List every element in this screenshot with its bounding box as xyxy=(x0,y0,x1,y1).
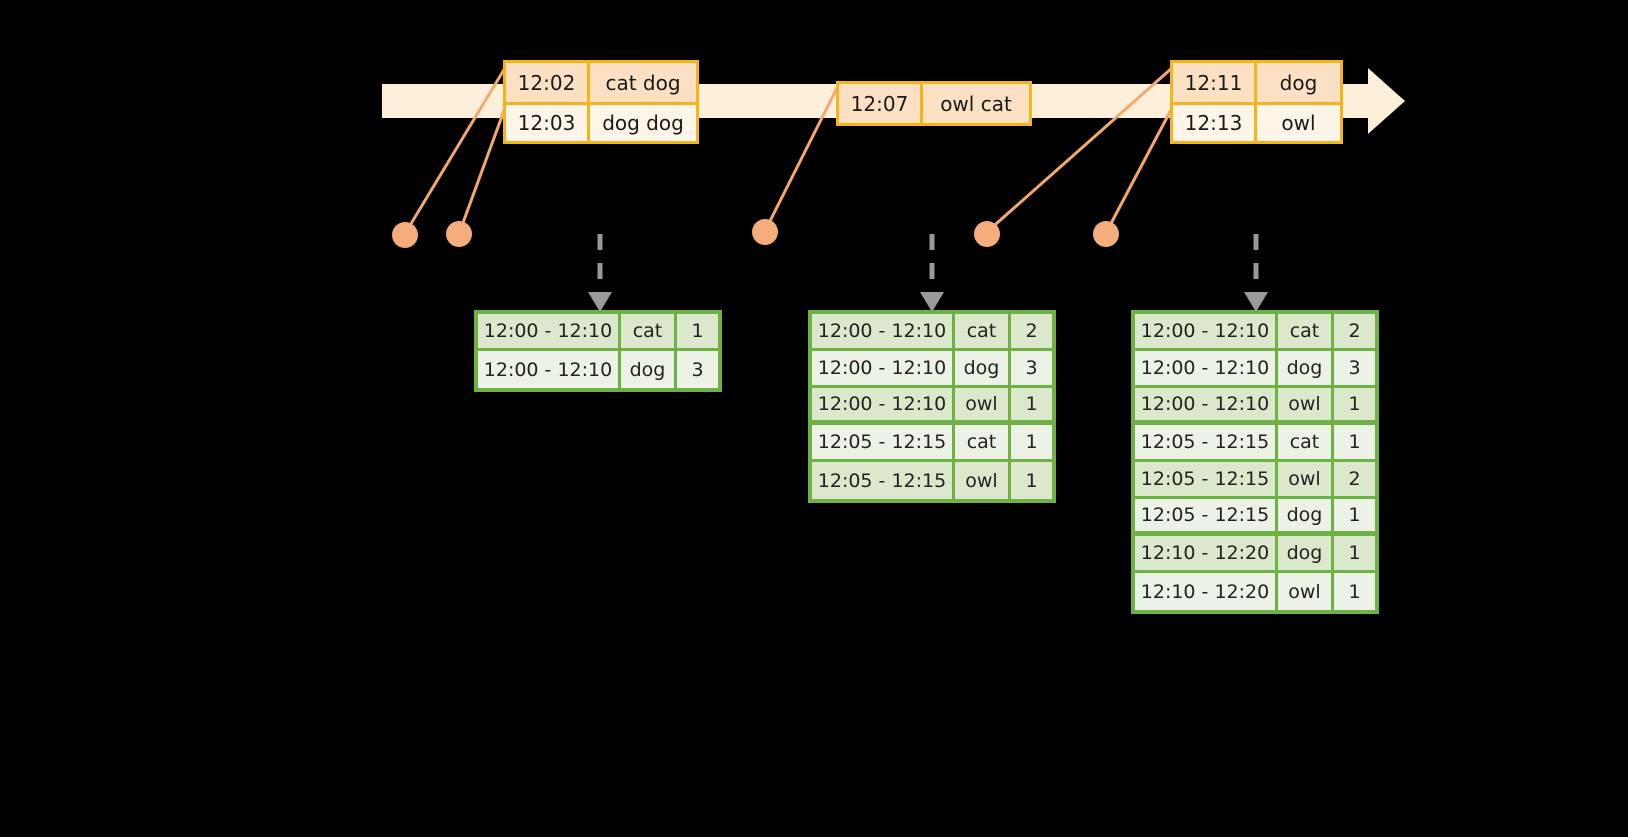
cell-count: 3 xyxy=(1334,351,1375,385)
dot-1 xyxy=(392,222,418,248)
cell-key: cat xyxy=(1278,314,1334,348)
dashed-arrow-3 xyxy=(1244,234,1268,312)
cell-count: 1 xyxy=(1011,462,1052,499)
cell-key: owl xyxy=(955,388,1011,420)
connector-line-1 xyxy=(404,67,507,233)
cell-count: 1 xyxy=(1334,573,1375,610)
cell-window: 12:05 - 12:15 xyxy=(812,425,955,459)
cell-window: 12:10 - 12:20 xyxy=(1135,573,1278,610)
connector-line-2 xyxy=(458,107,507,232)
cell-count: 2 xyxy=(1334,314,1375,348)
cell-count: 1 xyxy=(1334,388,1375,420)
event-value: dog xyxy=(1279,70,1318,95)
event-row[interactable]: 12:03 dog dog xyxy=(506,102,696,141)
timeline-arrowhead xyxy=(1368,68,1405,134)
cell-key: cat xyxy=(621,314,677,348)
connector-line-5 xyxy=(1105,107,1174,232)
cell-key: cat xyxy=(955,314,1011,348)
cell-count: 1 xyxy=(1011,425,1052,459)
cell-window: 12:00 - 12:10 xyxy=(1135,314,1278,348)
event-time: 12:11 xyxy=(1173,63,1257,102)
cell-window: 12:00 - 12:10 xyxy=(1135,351,1278,385)
dot-5 xyxy=(1093,221,1119,247)
event-value: owl xyxy=(1281,111,1316,135)
cell-key: cat xyxy=(1278,425,1334,459)
cell-window: 12:00 - 12:10 xyxy=(812,388,955,420)
cell-window: 12:00 - 12:10 xyxy=(812,351,955,385)
cell-key: dog xyxy=(1278,351,1334,385)
cell-window: 12:05 - 12:15 xyxy=(1135,462,1278,496)
event-time: 12:03 xyxy=(506,105,590,141)
dot-3 xyxy=(752,219,778,245)
cell-key: cat xyxy=(955,425,1011,459)
cell-count: 1 xyxy=(1334,425,1375,459)
cell-key: dog xyxy=(1278,536,1334,570)
dashed-arrow-2 xyxy=(920,234,944,312)
cell-key: dog xyxy=(621,351,677,388)
cell-key: owl xyxy=(1278,573,1334,610)
event-row[interactable]: 12:07 owl cat xyxy=(839,84,1029,123)
cell-window: 12:05 - 12:15 xyxy=(812,462,955,499)
cell-count: 1 xyxy=(1334,499,1375,531)
cell-count: 3 xyxy=(677,351,718,388)
cell-window: 12:05 - 12:15 xyxy=(1135,425,1278,459)
cell-window: 12:00 - 12:10 xyxy=(478,351,621,388)
cell-key: owl xyxy=(955,462,1011,499)
cell-key: owl xyxy=(1278,462,1334,496)
cell-key: owl xyxy=(1278,388,1334,420)
cell-window: 12:00 - 12:10 xyxy=(1135,388,1278,420)
cell-window: 12:00 - 12:10 xyxy=(478,314,621,348)
dashed-arrow-1 xyxy=(588,234,612,312)
event-group-1[interactable]: 12:02 cat dog 12:03 dog dog xyxy=(503,60,699,144)
cell-count: 3 xyxy=(1011,351,1052,385)
event-value: dog dog xyxy=(602,111,684,135)
cell-count: 1 xyxy=(1334,536,1375,570)
cell-count: 2 xyxy=(1011,314,1052,348)
event-value: owl cat xyxy=(940,91,1012,116)
event-time: 12:02 xyxy=(506,63,590,102)
cell-window: 12:05 - 12:15 xyxy=(1135,499,1278,531)
dot-2 xyxy=(446,221,472,247)
event-row[interactable]: 12:02 cat dog xyxy=(506,63,696,102)
event-row[interactable]: 12:13 owl xyxy=(1173,102,1340,141)
connector-line-3 xyxy=(764,85,840,230)
cell-count: 1 xyxy=(677,314,718,348)
event-row[interactable]: 12:11 dog xyxy=(1173,63,1340,102)
cell-key: dog xyxy=(955,351,1011,385)
event-group-3[interactable]: 12:11 dog 12:13 owl xyxy=(1170,60,1343,144)
cell-window: 12:00 - 12:10 xyxy=(812,314,955,348)
event-group-2[interactable]: 12:07 owl cat xyxy=(836,81,1032,126)
cell-count: 1 xyxy=(1011,388,1052,420)
event-time: 12:07 xyxy=(839,84,923,123)
cell-key: dog xyxy=(1278,499,1334,531)
cell-count: 2 xyxy=(1334,462,1375,496)
cell-window: 12:10 - 12:20 xyxy=(1135,536,1278,570)
event-value: cat dog xyxy=(605,70,681,95)
dot-4 xyxy=(974,221,1000,247)
event-time: 12:13 xyxy=(1173,105,1257,141)
